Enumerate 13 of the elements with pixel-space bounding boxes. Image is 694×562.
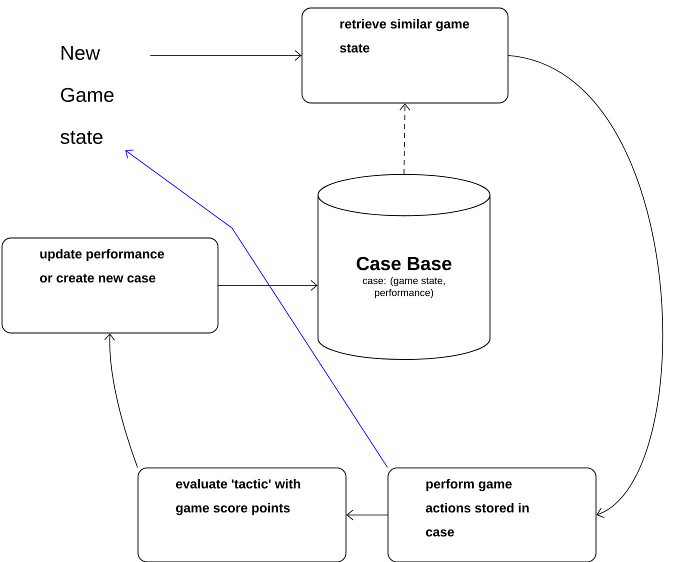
arrow <box>104 333 138 468</box>
arrow <box>125 150 388 468</box>
arrow <box>150 50 302 61</box>
arrow <box>400 103 410 174</box>
process-box: update performance or create new case <box>2 238 218 334</box>
arrow <box>508 55 664 518</box>
process-box: evaluate 'tactic' with game score points <box>138 468 346 562</box>
process-box: retrieve similar game state <box>302 8 508 104</box>
process-box: perform game actions stored in case <box>388 468 596 562</box>
database-cylinder: Case Base case: (game state, performance) <box>318 174 490 360</box>
node-label: New Game state <box>60 46 114 144</box>
arrow <box>218 280 318 291</box>
arrow <box>346 510 388 520</box>
